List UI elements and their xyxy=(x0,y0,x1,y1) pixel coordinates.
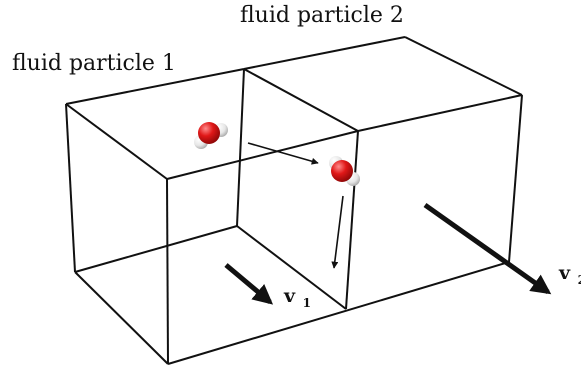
label-v1-symbol: v xyxy=(283,285,296,307)
velocity-arrow-v2 xyxy=(423,202,552,295)
label-v2-symbol: v xyxy=(558,262,571,284)
box2-top-right-edge xyxy=(404,36,523,96)
label-fluid-particle-2: fluid particle 2 xyxy=(240,3,404,28)
box1-back-vertical-edge xyxy=(236,68,245,227)
box1-front-bottom-edge xyxy=(74,271,169,365)
water-molecule-icon xyxy=(194,122,228,149)
box1-back-top-edge xyxy=(65,68,245,105)
box1-mid-top-edge xyxy=(166,130,359,180)
box2-right-vertical-edge xyxy=(508,94,523,263)
trajectory-arrow-1 xyxy=(247,142,319,165)
fluid-particle-1-box xyxy=(65,68,359,365)
trajectory-arrow-2 xyxy=(331,195,344,269)
box2-shared-vertical-edge xyxy=(345,130,359,310)
water-molecule-icon xyxy=(329,156,360,186)
box1-floor-edge xyxy=(236,225,347,310)
box1-back-bottom-edge xyxy=(74,225,238,273)
box1-front-right-edge xyxy=(166,178,169,365)
box1-front-top-edge xyxy=(65,103,168,180)
box2-front-bottom-edge xyxy=(167,261,510,365)
velocity-arrow-v1 xyxy=(224,263,274,305)
label-v1-subscript: 1 xyxy=(303,296,311,310)
label-v1: v 1 xyxy=(283,285,311,310)
label-v2-subscript: 2 xyxy=(578,273,581,287)
label-fluid-particle-1: fluid particle 1 xyxy=(12,51,176,76)
fluid-particle-2-box xyxy=(167,36,523,365)
box2-back-top-edge xyxy=(243,36,406,70)
box1-top-right-edge xyxy=(243,68,359,132)
label-v2: v 2 xyxy=(558,262,581,287)
box1-front-left-edge xyxy=(65,103,76,273)
box2-front-top-edge xyxy=(357,94,523,132)
